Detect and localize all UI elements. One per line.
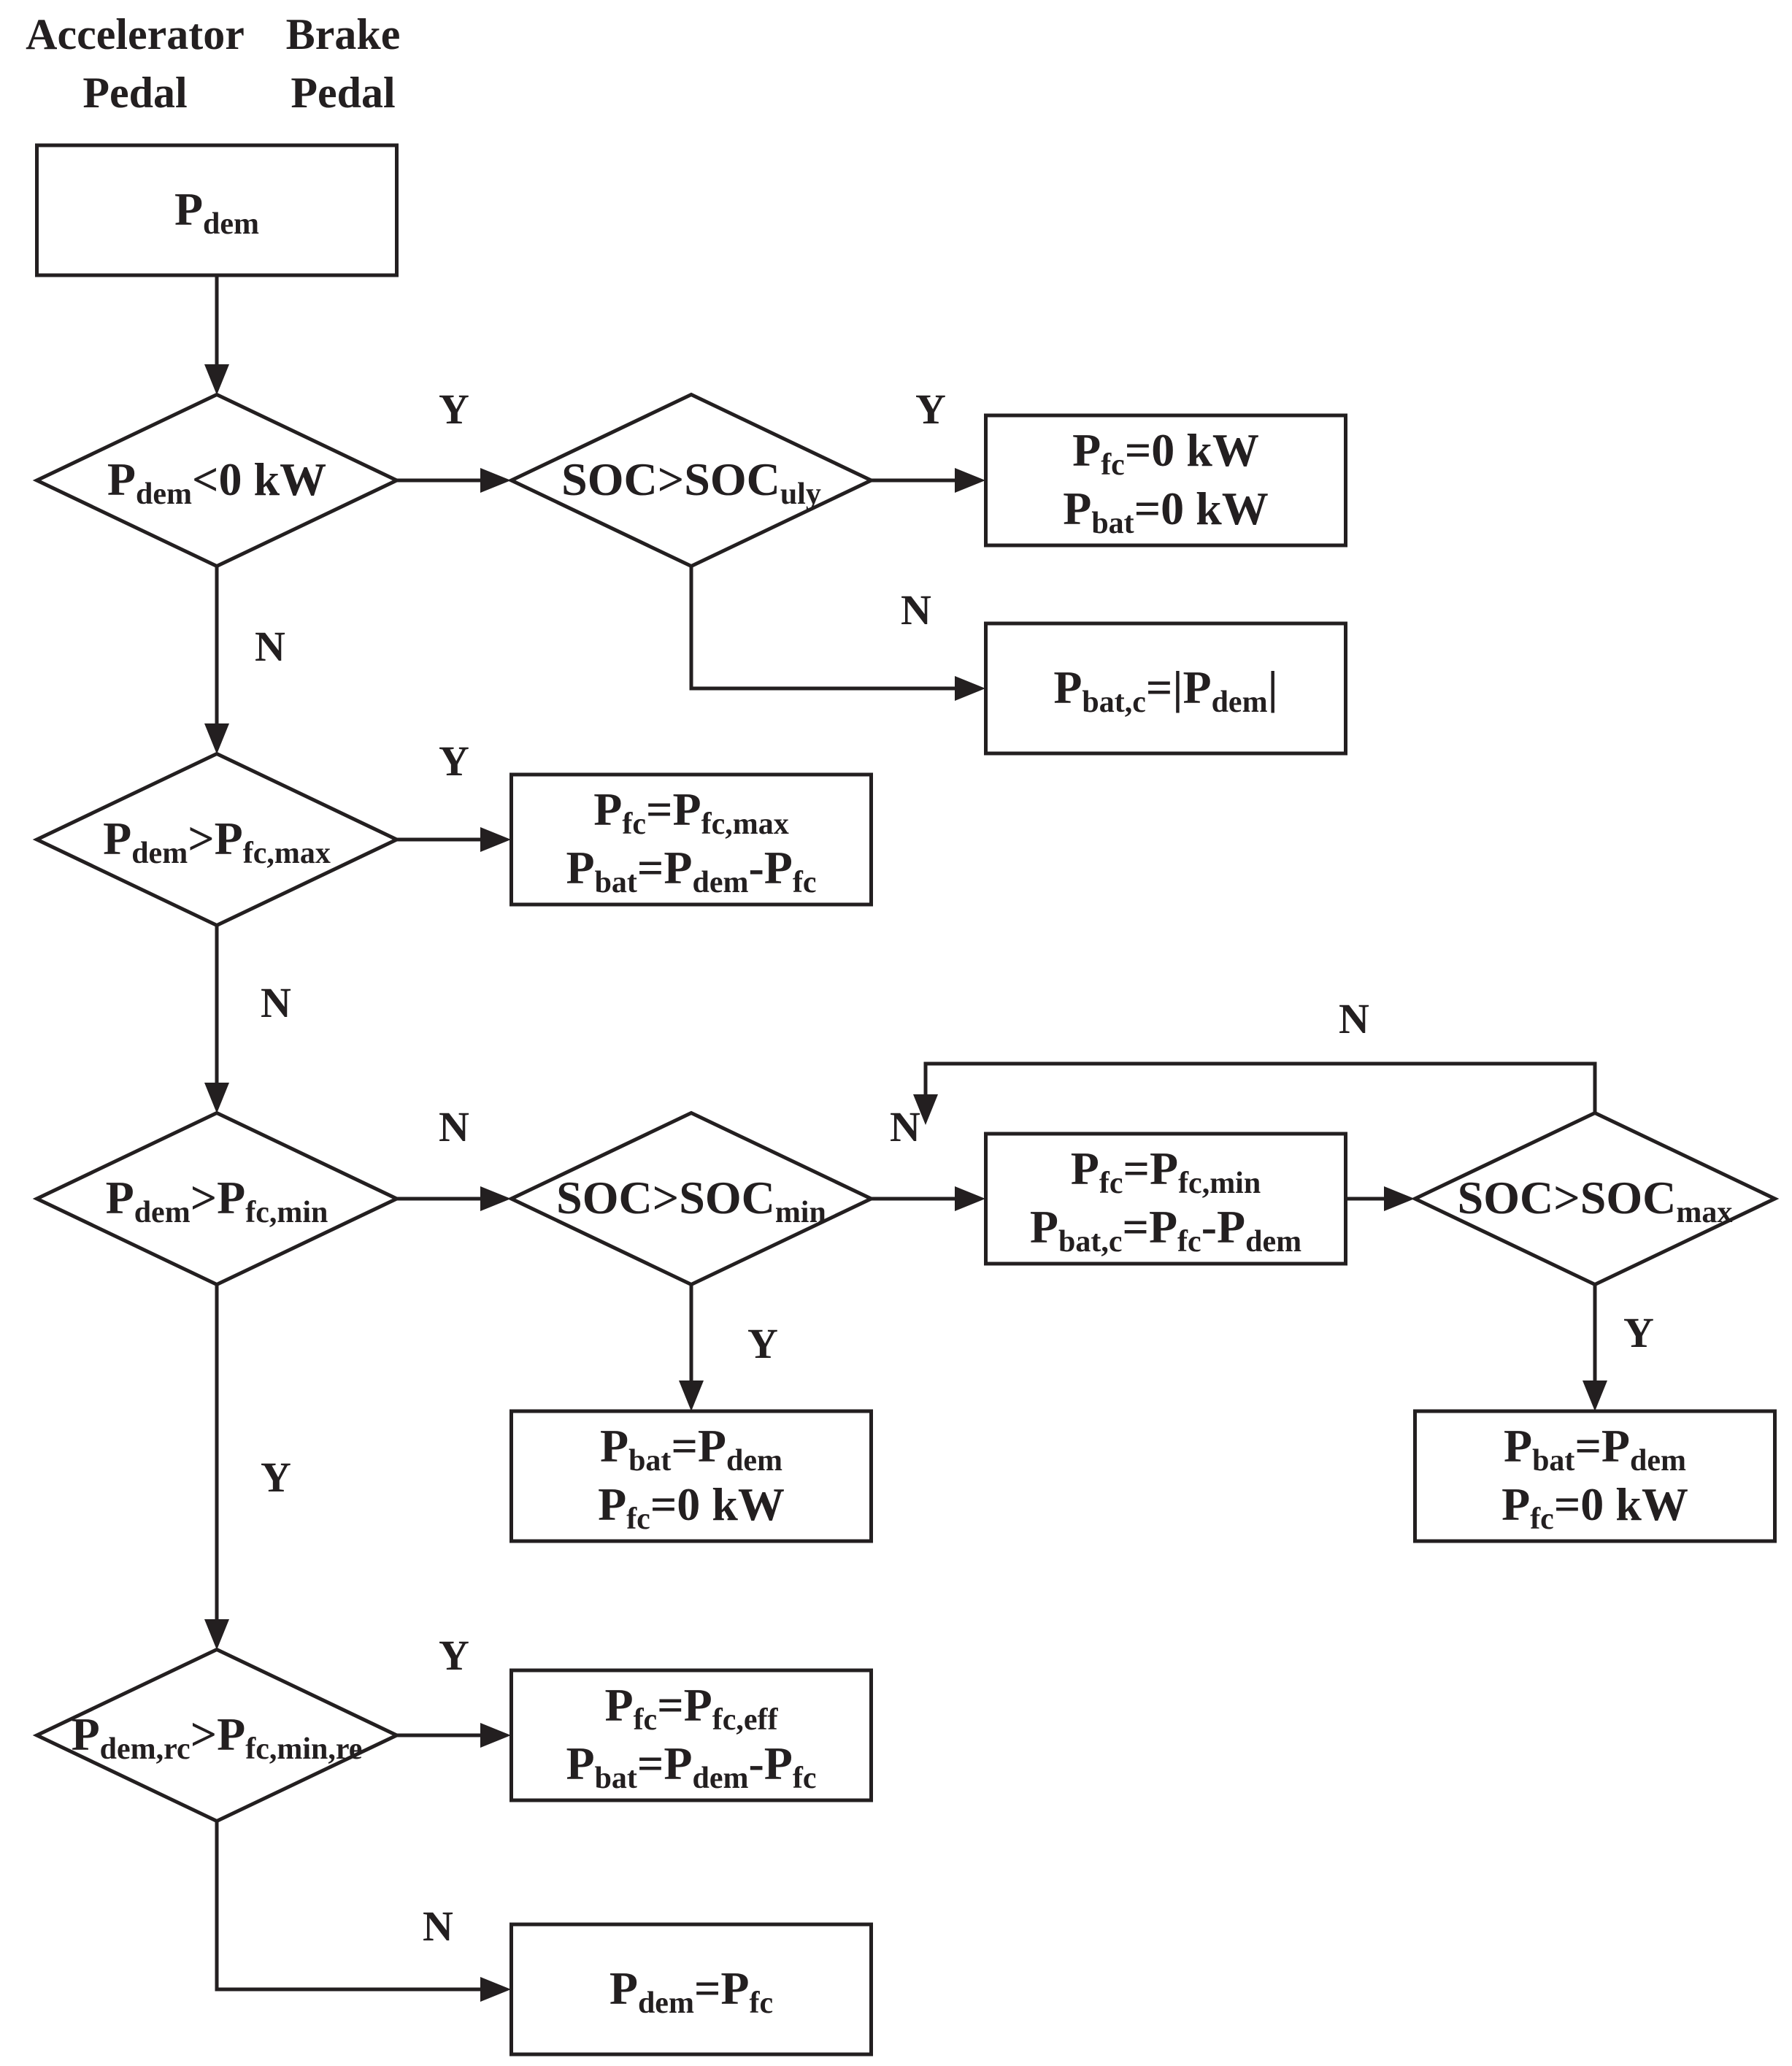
node-text-r3-line1: Pfc=Pfc,max (593, 783, 788, 841)
edge-d1b-to-r2 (689, 567, 964, 691)
edge-label-d1-to-d1b: Y (439, 385, 469, 433)
decision-diamond-d3b (507, 1110, 876, 1287)
edge-d3c-to-r4 (923, 1061, 1597, 1113)
edge-label-d3c-to-r6: Y (1623, 1309, 1654, 1356)
decision-diamond-d3c (1410, 1110, 1780, 1287)
node-r2: Pbat,c=|Pdem| (984, 621, 1347, 756)
node-text-d1-line1: Pdem<0 kW (107, 453, 326, 511)
node-text-r6-line2: Pfc=0 kW (1501, 1478, 1688, 1536)
edge-label-d3c-to-r4: N (1339, 995, 1369, 1042)
edge-label-d1b-to-r1: Y (915, 385, 946, 433)
node-text-r5-line2: Pfc=0 kW (598, 1478, 785, 1536)
node-text-r4-line2: Pbat,c=Pfc-Pdem (1030, 1201, 1301, 1259)
decision-diamond-d1 (32, 392, 401, 569)
decision-diamond-d3 (32, 1110, 401, 1287)
node-d2: Pdem>Pfc,max (32, 751, 401, 928)
node-start: Pdem (35, 143, 399, 277)
node-text-d3b-line1: SOC>SOCmin (556, 1172, 826, 1229)
node-text-r6-line1: Pbat=Pdem (1504, 1420, 1686, 1478)
arrowhead-d1-to-d2 (204, 723, 229, 754)
edge-label-d1b-to-r2: N (901, 586, 931, 634)
pedal-header: Accelerator Pedal Brake Pedal (26, 10, 400, 117)
arrowhead-d1b-to-r2 (955, 676, 985, 701)
edge-label-d2-to-d3: N (261, 979, 291, 1026)
arrowhead-d1-to-d1b (480, 468, 511, 493)
edge-label-d2-to-r3: Y (439, 737, 469, 785)
node-d3: Pdem>Pfc,min (32, 1110, 401, 1287)
node-text-r2-line1: Pbat,c=|Pdem| (1053, 661, 1277, 719)
accelerator-label-line1: Accelerator (26, 10, 245, 58)
edge-labels: Y Y N N Y N N N Y N Y Y Y N (255, 385, 1654, 1950)
edge-label-d1-to-d2: N (255, 623, 285, 670)
arrowhead-d3c-to-r6 (1583, 1380, 1607, 1411)
node-d4: Pdem,rc>Pfc,min,re (32, 1647, 401, 1824)
edge-label-d4-to-r8: N (423, 1902, 453, 1950)
node-d1: Pdem<0 kW (32, 392, 401, 569)
node-d1b: SOC>SOCuly (507, 392, 876, 569)
node-text-r1-line2: Pbat=0 kW (1063, 483, 1269, 540)
node-text-d2-line1: Pdem>Pfc,max (103, 813, 331, 870)
process-box-r1 (984, 413, 1347, 548)
process-box-r4 (984, 1132, 1347, 1266)
node-text-r8-line1: Pdem=Pfc (609, 1962, 773, 2020)
process-box-r3 (509, 772, 873, 907)
node-text-r3-line2: Pbat=Pdem-Pfc (566, 842, 816, 899)
arrowhead-r4-to-d3c (1384, 1186, 1415, 1211)
node-text-r7-line1: Pfc=Pfc,eff (604, 1679, 778, 1737)
node-text-d3-line1: Pdem>Pfc,min (106, 1172, 328, 1229)
arrowhead-d3c-to-r4 (913, 1094, 938, 1125)
arrowhead-d3-to-d3b (480, 1186, 511, 1211)
node-text-r1-line1: Pfc=0 kW (1072, 424, 1259, 482)
edge-label-d4-to-r7: Y (439, 1632, 469, 1679)
arrowhead-d1b-to-r1 (955, 468, 985, 493)
arrowhead-d4-to-r8 (480, 1977, 511, 2002)
node-d3c: SOC>SOCmax (1410, 1110, 1780, 1287)
process-box-r8 (509, 1922, 873, 2057)
node-text-d1b-line1: SOC>SOCuly (561, 453, 821, 511)
node-text-r4-line1: Pfc=Pfc,min (1071, 1143, 1261, 1200)
edge-d4-to-r8 (215, 1821, 489, 1992)
decision-diamond-d1b (507, 392, 876, 569)
arrowhead-d3b-to-r5 (679, 1380, 704, 1411)
edge-label-d3-to-d4: Y (261, 1454, 291, 1501)
edge-label-d3b-to-r4: N (890, 1103, 920, 1151)
arrowhead-d3-to-d4 (204, 1619, 229, 1650)
arrowhead-d2-to-d3 (204, 1083, 229, 1113)
node-text-r7-line2: Pbat=Pdem-Pfc (566, 1737, 816, 1795)
arrowhead-start-to-d1 (204, 364, 229, 395)
node-text-start-line1: Pdem (174, 183, 259, 241)
node-text-r5-line1: Pbat=Pdem (600, 1420, 782, 1478)
connectors (204, 275, 1607, 2002)
process-box-r6 (1413, 1409, 1777, 1543)
arrowhead-d2-to-r3 (480, 827, 511, 852)
arrowhead-d3b-to-r4 (955, 1186, 985, 1211)
node-r8: Pdem=Pfc (509, 1922, 873, 2057)
edge-label-d3-to-d3b: N (439, 1103, 469, 1151)
process-box-r7 (509, 1668, 873, 1802)
brake-label-line1: Brake (286, 10, 401, 58)
edge-label-d3b-to-r5: Y (747, 1320, 778, 1367)
process-box-r5 (509, 1409, 873, 1543)
arrowhead-d4-to-r7 (480, 1723, 511, 1748)
node-text-d4-line1: Pdem,rc>Pfc,min,re (72, 1708, 363, 1766)
accelerator-label-line2: Pedal (82, 69, 187, 117)
node-d3b: SOC>SOCmin (507, 1110, 876, 1287)
brake-label-line2: Pedal (291, 69, 395, 117)
decision-diamond-d2 (32, 751, 401, 928)
process-box-start (35, 143, 399, 277)
process-box-r2 (984, 621, 1347, 756)
node-text-d3c-line1: SOC>SOCmax (1458, 1172, 1733, 1229)
decision-diamond-d4 (32, 1647, 401, 1824)
